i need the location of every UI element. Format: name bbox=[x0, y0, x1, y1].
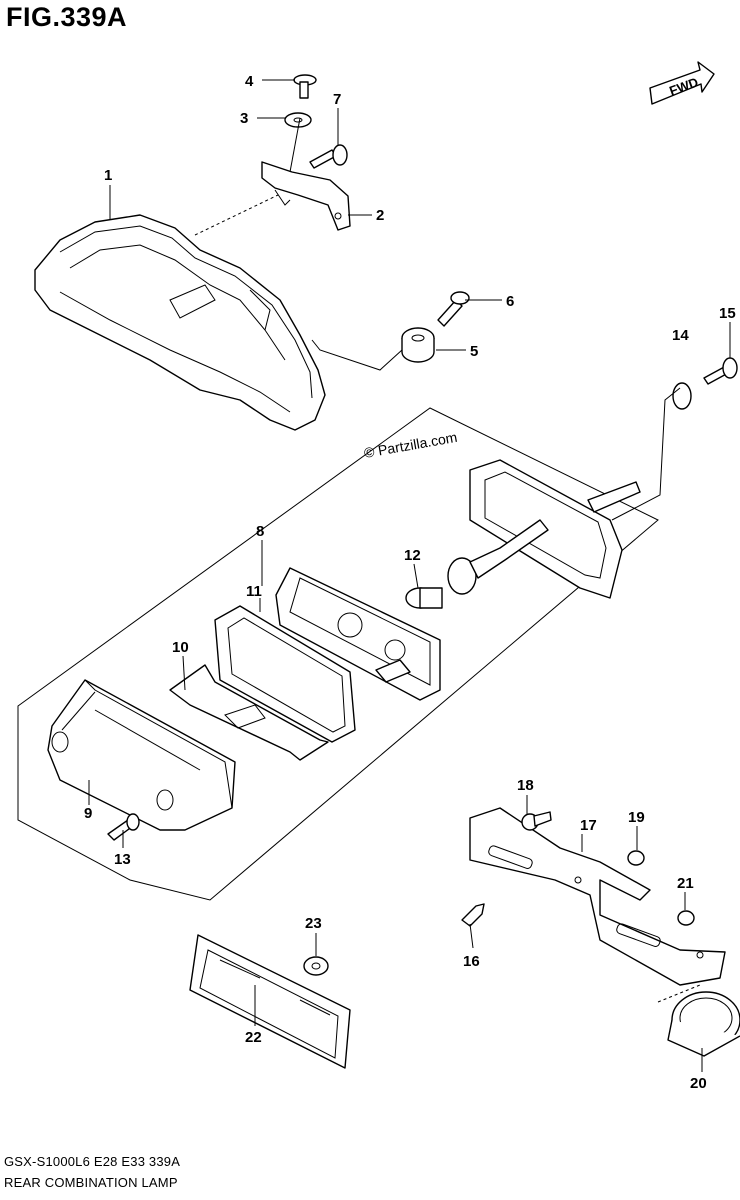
assembly-8-outline bbox=[17, 407, 659, 901]
callout-10: 10 bbox=[172, 639, 189, 656]
part-12-bulb[interactable] bbox=[405, 519, 549, 609]
part-19-nut[interactable] bbox=[627, 850, 645, 866]
watermark: © Partzilla.com bbox=[363, 429, 459, 461]
part-14-washer[interactable] bbox=[672, 382, 692, 410]
part-13-screw[interactable] bbox=[107, 813, 140, 841]
callout-8: 8 bbox=[256, 523, 264, 540]
callout-17: 17 bbox=[580, 817, 597, 834]
callout-1: 1 bbox=[104, 167, 112, 184]
callout-11: 11 bbox=[246, 583, 262, 600]
fwd-label: FWD bbox=[667, 74, 700, 98]
callout-9: 9 bbox=[84, 805, 92, 822]
part-7-screw[interactable] bbox=[309, 144, 348, 169]
part-2-bracket[interactable] bbox=[261, 161, 351, 231]
part-21-nut[interactable] bbox=[677, 910, 695, 926]
callout-21: 21 bbox=[677, 875, 694, 892]
part-4-screw[interactable] bbox=[293, 74, 317, 99]
callout-2: 2 bbox=[376, 207, 384, 224]
part-17-license-bracket[interactable] bbox=[469, 807, 726, 986]
callout-19: 19 bbox=[628, 809, 645, 826]
part-20-round-reflector[interactable] bbox=[667, 991, 740, 1057]
callout-6: 6 bbox=[506, 293, 514, 310]
part-23-nut[interactable] bbox=[303, 956, 329, 976]
fwd-arrow-icon: FWD bbox=[649, 61, 715, 105]
callout-5: 5 bbox=[470, 343, 478, 360]
callout-23: 23 bbox=[305, 915, 322, 932]
lamp-rear-panel[interactable] bbox=[469, 459, 641, 599]
callout-13: 13 bbox=[114, 851, 131, 868]
callout-3: 3 bbox=[240, 110, 248, 127]
part-1-tail-light-housing[interactable] bbox=[34, 214, 326, 431]
part-22-rectangular-reflector[interactable] bbox=[189, 934, 351, 1069]
part-3-washer[interactable] bbox=[284, 112, 312, 128]
part-16-small-bulb[interactable] bbox=[461, 903, 485, 927]
callout-20: 20 bbox=[690, 1075, 707, 1092]
figure-caption: REAR COMBINATION LAMP bbox=[4, 1175, 178, 1190]
callout-14: 14 bbox=[672, 327, 689, 344]
part-15-screw[interactable] bbox=[703, 357, 738, 385]
leader-lines bbox=[88, 79, 731, 1072]
callout-15: 15 bbox=[719, 305, 736, 322]
callout-18: 18 bbox=[517, 777, 534, 794]
figure-footer: GSX-S1000L6 E28 E33 339A REAR COMBINATIO… bbox=[4, 1151, 180, 1193]
model-line: GSX-S1000L6 E28 E33 339A bbox=[4, 1154, 181, 1169]
callout-16: 16 bbox=[463, 953, 480, 970]
part-5-grommet[interactable] bbox=[401, 327, 435, 363]
part-6-screw[interactable] bbox=[437, 291, 470, 327]
part-10-light-guide[interactable] bbox=[169, 664, 329, 761]
lamp-base-reflector[interactable] bbox=[275, 567, 441, 701]
callout-7: 7 bbox=[333, 91, 341, 108]
part-9-lens[interactable] bbox=[47, 679, 236, 831]
callout-22: 22 bbox=[245, 1029, 262, 1046]
part-11-gasket[interactable] bbox=[214, 605, 356, 743]
callout-12: 12 bbox=[404, 547, 421, 564]
part-18-bolt[interactable] bbox=[521, 811, 552, 831]
callout-4: 4 bbox=[245, 73, 254, 90]
callout-labels: 1 2 3 4 5 6 7 8 9 10 11 12 13 14 15 16 1… bbox=[84, 73, 736, 1092]
figure-title: FIG.339A bbox=[6, 2, 128, 32]
